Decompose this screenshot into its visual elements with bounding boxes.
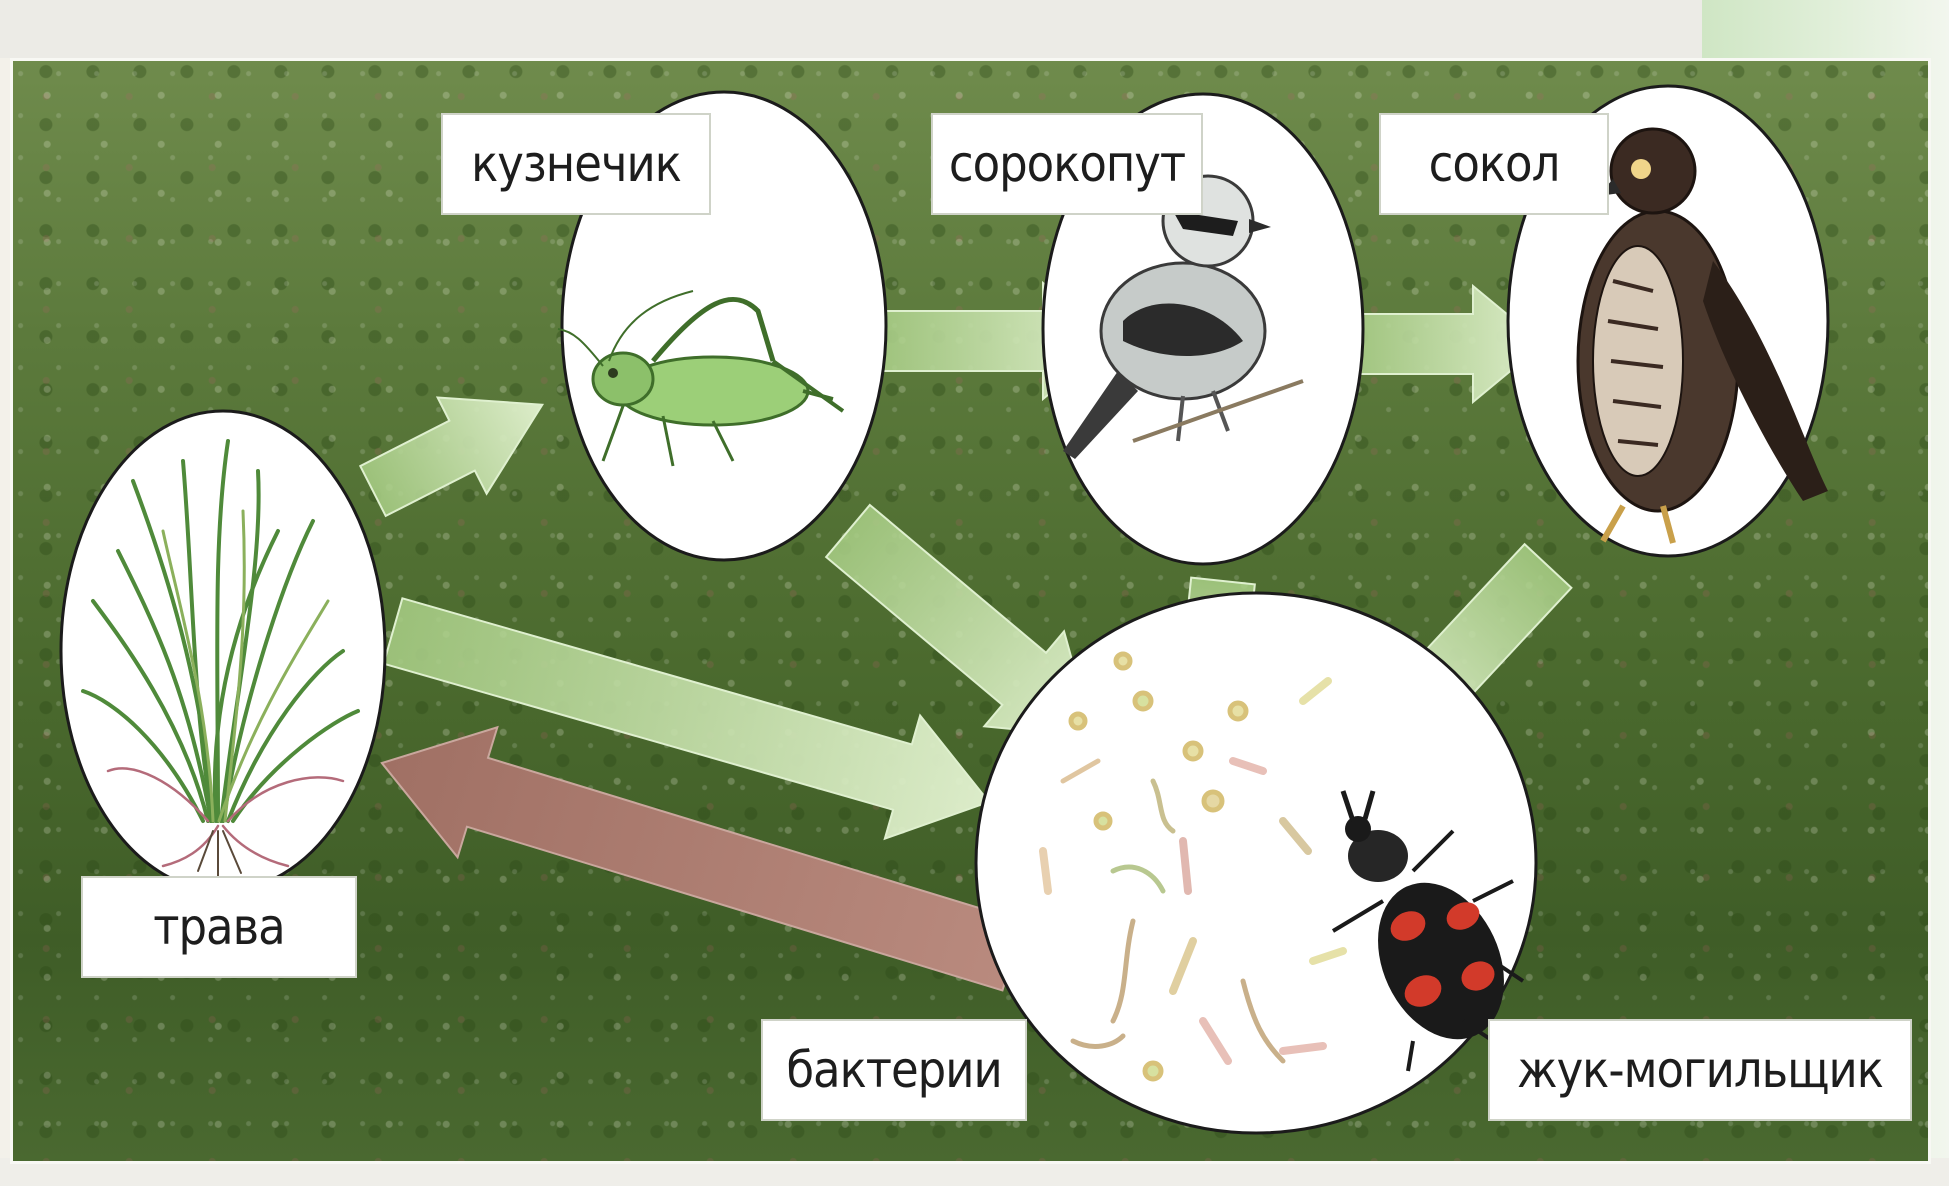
food-chain-diagram: кузнечик сорокопут сокол трава бактерии …	[10, 58, 1931, 1164]
label-shrike: сорокопут	[931, 113, 1203, 215]
diagram-canvas	[13, 61, 1928, 1161]
label-falcon: сокол	[1379, 113, 1609, 215]
label-grass: трава	[81, 876, 357, 978]
label-grasshopper: кузнечик	[441, 113, 711, 215]
bacteria-circle	[976, 593, 1536, 1133]
arrow-grass-to-grasshopper	[348, 357, 566, 539]
page-top-margin	[0, 0, 1949, 58]
label-bacteria: бактерии	[761, 1019, 1027, 1121]
label-beetle: жук-могильщик	[1488, 1019, 1912, 1121]
